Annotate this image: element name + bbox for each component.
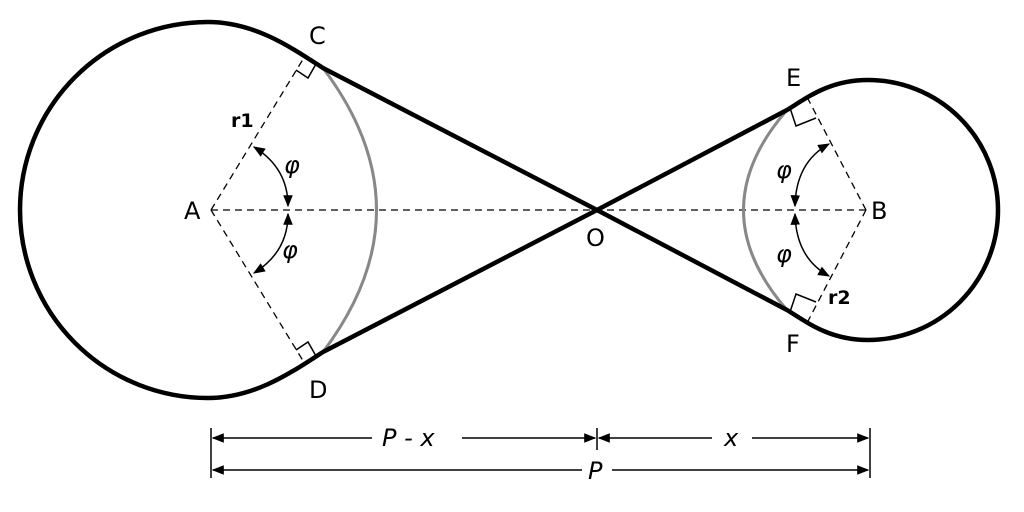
label-phi-lower-right: φ	[776, 240, 792, 268]
label-phi-upper-right: φ	[776, 156, 792, 184]
label-phi-upper-left: φ	[284, 151, 300, 179]
dim-label-x: x	[723, 424, 739, 452]
label-o: O	[586, 224, 605, 252]
dim-label-p: P	[588, 457, 603, 485]
radius-bf	[806, 209, 867, 324]
label-r1: r1	[231, 110, 254, 132]
label-phi-lower-left: φ	[282, 236, 298, 264]
label-a: A	[184, 197, 201, 225]
label-d: D	[309, 376, 327, 404]
right-angle-d	[295, 340, 317, 357]
angle-arc-lower-right	[790, 212, 831, 277]
belt	[17, 19, 1001, 401]
label-c: C	[309, 22, 326, 50]
right-angle-e	[789, 107, 817, 127]
label-r2: r2	[828, 287, 851, 309]
radius-be	[806, 96, 867, 211]
radius-ad	[210, 209, 306, 365]
right-angle-f	[789, 293, 817, 313]
radius-ac	[210, 55, 306, 211]
right-angle-c	[295, 63, 317, 80]
label-f: F	[786, 330, 800, 358]
angle-arc-upper-left	[252, 146, 293, 208]
angle-arc-upper-right	[790, 143, 831, 208]
contact-arc-right	[742, 109, 789, 311]
label-e: E	[786, 64, 801, 92]
contact-arc-left	[321, 67, 378, 353]
label-b: B	[871, 197, 887, 225]
dim-label-p-minus-x: P - x	[382, 424, 435, 452]
angle-arc-lower-left	[252, 212, 293, 274]
